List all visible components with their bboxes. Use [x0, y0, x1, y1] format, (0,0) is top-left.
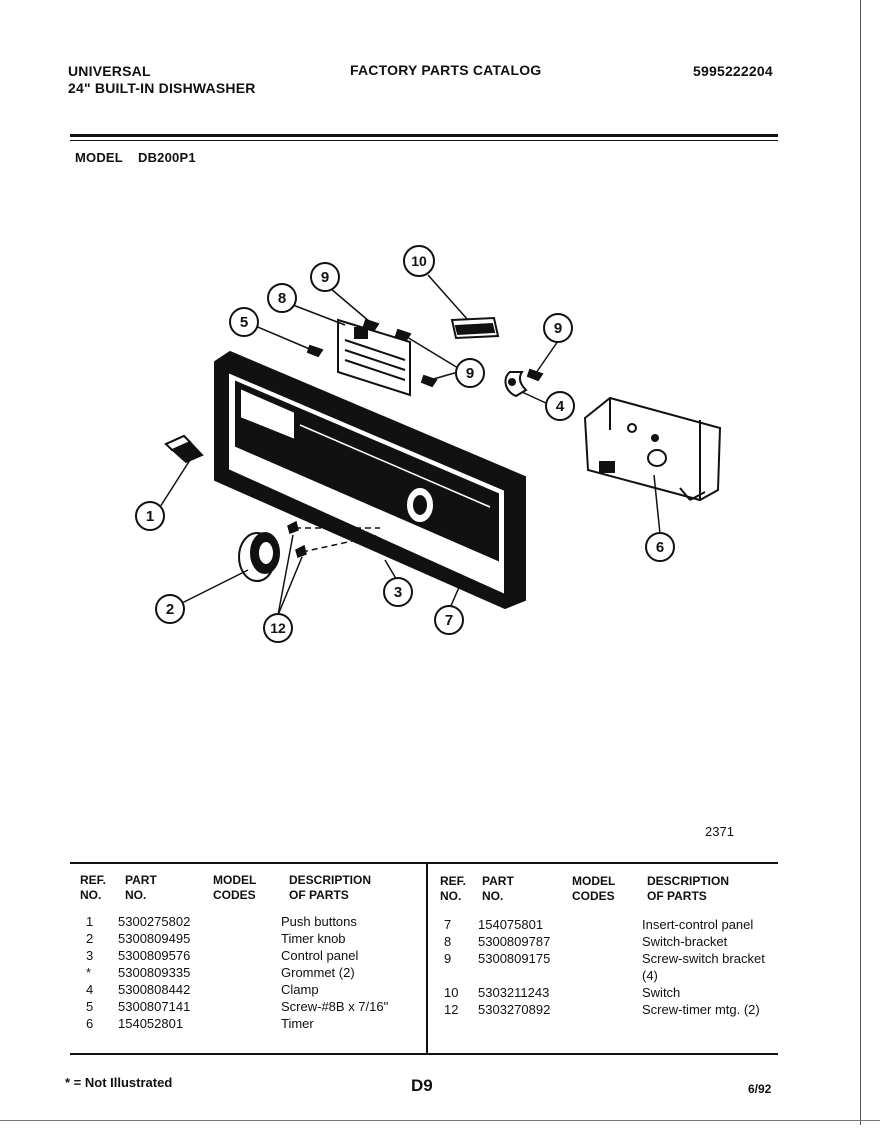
callout-circles — [135, 245, 675, 643]
table-cell-description: Screw-#8B x 7/16" — [281, 999, 389, 1014]
product-name: 24" BUILT-IN DISHWASHER — [68, 80, 256, 96]
left-description-column: Push buttons Timer knob Control panel Gr… — [281, 913, 388, 1032]
table-cell-part: 5300809175 — [478, 951, 551, 966]
header-ref-no-right: REF.NO. — [440, 874, 467, 903]
callout-1: 1 — [146, 508, 154, 525]
table-top-rule — [70, 862, 778, 864]
revision-date: 6/92 — [748, 1082, 772, 1096]
table-cell-ref: * — [86, 965, 92, 980]
table-cell-description: Switch — [642, 985, 681, 1000]
table-cell-description: Switch-bracket — [642, 934, 728, 949]
push-button-part — [164, 434, 204, 464]
table-cell-description: Timer — [281, 1016, 314, 1031]
right-part-column: 154075801 5300809787 5300809175 53032112… — [478, 916, 550, 1018]
switch-part — [450, 316, 500, 340]
table-cell-part: 5300809495 — [118, 931, 191, 946]
table-cell-ref: 1 — [86, 914, 94, 929]
brand-name: UNIVERSAL — [68, 63, 151, 79]
clamp-part — [504, 371, 528, 398]
table-cell-ref: 8 — [444, 934, 452, 949]
callout-4: 4 — [556, 398, 565, 415]
table-cell-part: 154052801 — [118, 1016, 184, 1031]
model-value: DB200P1 — [138, 150, 196, 165]
table-cell-ref: 3 — [86, 948, 94, 963]
table-cell-ref: 2 — [86, 931, 94, 946]
table-cell-part — [478, 967, 550, 984]
right-description-column: Insert-control panel Switch-bracket Scre… — [642, 916, 765, 1018]
table-cell-ref: 5 — [86, 999, 94, 1014]
control-panel-part — [214, 350, 526, 610]
header-rule-thick — [70, 134, 778, 137]
bracket-screws-part — [306, 318, 544, 388]
catalog-title: FACTORY PARTS CATALOG — [350, 62, 542, 78]
figure-number: 2371 — [705, 824, 734, 839]
callout-8: 8 — [278, 290, 286, 307]
header-ref-no-left: REF.NO. — [80, 873, 107, 902]
table-center-divider — [426, 863, 428, 1053]
callout-9-right: 9 — [554, 320, 562, 337]
leader-lines — [159, 274, 661, 616]
catalog-number: 5995222204 — [693, 63, 773, 79]
callout-9-middle: 9 — [466, 365, 474, 382]
callout-5: 5 — [240, 314, 248, 331]
table-cell-ref: 7 — [444, 917, 452, 932]
callout-9-top: 9 — [321, 269, 329, 286]
callout-12: 12 — [270, 620, 286, 636]
table-cell-description: Screw-switch bracket — [642, 951, 765, 966]
table-cell-description: Control panel — [281, 948, 359, 963]
table-cell-description: Push buttons — [281, 914, 357, 929]
left-ref-column: 1 2 3 * 4 5 6 — [86, 913, 93, 1032]
table-cell-description: Timer knob — [281, 931, 346, 946]
table-cell-description: Clamp — [281, 982, 319, 997]
table-cell-ref: 9 — [444, 951, 452, 966]
switch-bracket-part — [337, 318, 411, 397]
model-label: MODEL — [75, 150, 123, 165]
scan-edge-bottom — [0, 1120, 880, 1121]
table-cell-part: 154075801 — [478, 917, 544, 932]
right-ref-column: 7 8 9 10 12 — [444, 916, 458, 1018]
timer-part — [583, 396, 722, 502]
callout-2: 2 — [166, 601, 174, 618]
header-rule-thin — [70, 140, 778, 141]
timer-screws-part — [287, 520, 381, 558]
table-cell-ref: 10 — [444, 985, 459, 1000]
table-cell-ref: 4 — [86, 982, 94, 997]
table-cell-part: 5300275802 — [118, 914, 191, 929]
callout-7: 7 — [445, 612, 453, 629]
callout-10: 10 — [411, 253, 427, 269]
table-cell-description: Insert-control panel — [642, 917, 754, 932]
table-cell-part: 5300808442 — [118, 982, 191, 997]
table-bottom-rule — [70, 1053, 778, 1055]
table-cell-ref: 6 — [86, 1016, 94, 1031]
callout-3: 3 — [394, 584, 402, 601]
table-cell-part: 5300807141 — [118, 999, 191, 1014]
table-cell-description: (4) — [642, 968, 658, 983]
table-cell-description: Grommet (2) — [281, 965, 355, 980]
table-cell-part: 5300809787 — [478, 934, 551, 949]
left-part-column: 5300275802 5300809495 5300809576 5300809… — [118, 913, 190, 1032]
timer-knob-part — [238, 532, 280, 582]
table-cell-ref: 12 — [444, 1002, 459, 1017]
table-cell-part: 5300809576 — [118, 948, 191, 963]
exploded-parts-diagram: 1 2 3 4 5 6 7 8 9 9 9 10 12 — [135, 245, 722, 643]
table-cell-part: 5303270892 — [478, 1002, 551, 1017]
table-cell-part: 5300809335 — [118, 965, 191, 980]
callout-6: 6 — [656, 539, 664, 556]
table-cell-ref — [444, 967, 458, 984]
scan-edge-right — [860, 0, 861, 1125]
not-illustrated-note: * = Not Illustrated — [65, 1075, 173, 1090]
table-cell-description: Screw-timer mtg. (2) — [642, 1002, 760, 1017]
page-code: D9 — [411, 1076, 433, 1095]
table-cell-part: 5303211243 — [478, 985, 550, 1000]
